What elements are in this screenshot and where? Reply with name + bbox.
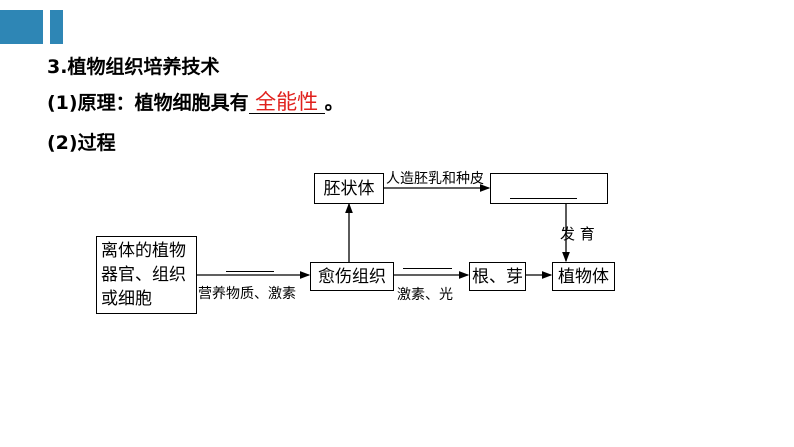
process-title: (2)过程 <box>47 132 116 154</box>
label-hormones-light: 激素、光 <box>397 287 453 303</box>
plant-box: 植物体 <box>552 262 615 291</box>
principle-suffix: 。 <box>324 92 344 114</box>
decor-block-large <box>0 10 43 44</box>
explant-text: 离体的植物器官、组织或细胞 <box>101 241 186 309</box>
principle-line: (1)原理：植物细胞具有全能性。 <box>47 88 344 115</box>
label-artificial: 人造胚乳和种皮 <box>386 171 484 187</box>
answer-text: 全能性 <box>255 90 319 114</box>
roots-shoots-box: 根、芽 <box>469 262 526 291</box>
label-nutrients: 营养物质、激素 <box>198 286 296 302</box>
answer-blank: 全能性 <box>248 90 325 114</box>
blank-artificial-seed <box>510 198 577 199</box>
callus-box: 愈伤组织 <box>310 262 394 291</box>
decor-block-small <box>50 10 63 44</box>
artificial-seed-box <box>490 173 608 204</box>
principle-prefix: (1)原理：植物细胞具有 <box>47 92 249 114</box>
blank-redifferentiation <box>403 268 452 269</box>
section-heading: 3.植物组织培养技术 <box>47 56 220 78</box>
explant-box: 离体的植物器官、组织或细胞 <box>96 236 197 314</box>
blank-dedifferentiation <box>226 271 274 272</box>
label-develop: 发 育 <box>560 225 595 243</box>
embryoid-box: 胚状体 <box>314 173 384 204</box>
